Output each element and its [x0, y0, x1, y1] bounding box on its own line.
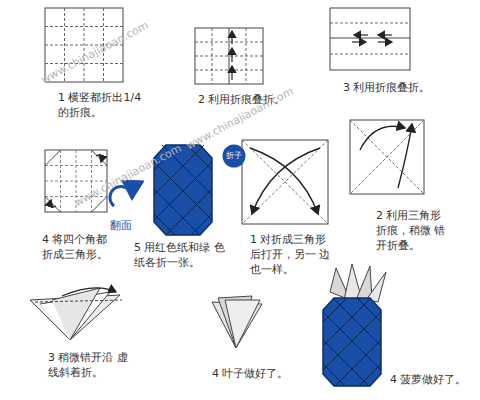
step-caption: 1 横竖都折出1/4 的折痕。	[58, 90, 150, 120]
badge-text: 折子	[222, 144, 246, 168]
turn-over-label: 翻面	[110, 218, 138, 233]
step-caption: 4 叶子做好了。	[212, 366, 312, 381]
step-caption: 4 菠萝做好了。	[390, 372, 476, 387]
step-caption: 3 稍微错开沿 虚线斜着折。	[48, 350, 128, 380]
step-caption: 4 将四个角都 折成三角形。	[42, 232, 114, 262]
step-caption: 3 利用折痕叠折。	[343, 80, 443, 95]
step-caption: 1 对折成三角形 后打开，另一 边也一样。	[250, 232, 336, 277]
step-caption: 2 利用三角形 折痕，稍微 错开折叠。	[376, 208, 452, 253]
step-caption: 5 用红色纸和绿 色纸各折一张。	[134, 240, 226, 270]
fold-badge: 折子	[222, 144, 246, 168]
